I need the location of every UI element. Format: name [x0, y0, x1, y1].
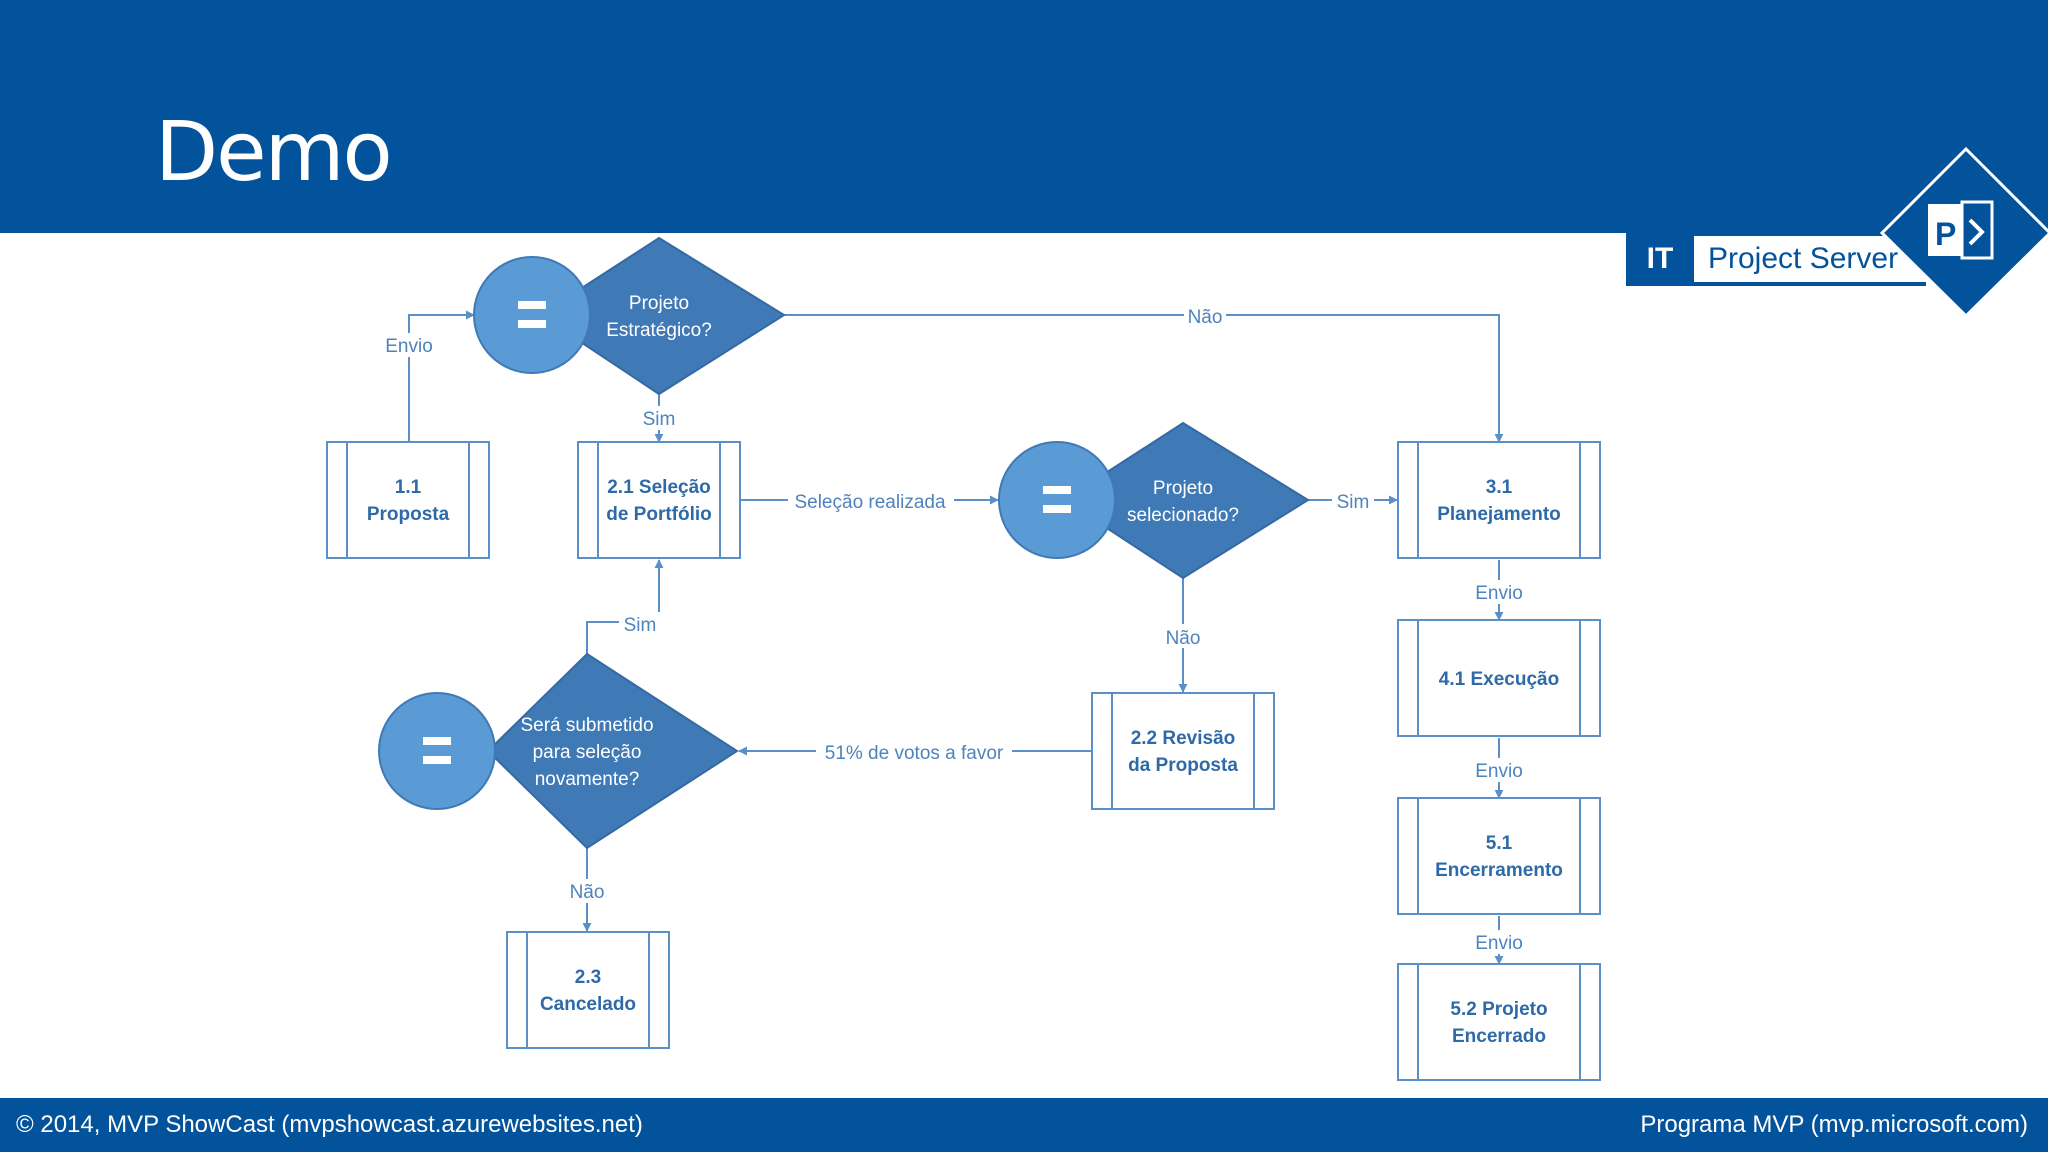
decision-label-line: Projeto — [629, 293, 689, 314]
process-box-p22: 2.2 Revisão da Proposta — [1091, 692, 1275, 810]
decision-label-line: Estratégico? — [606, 320, 712, 341]
slide-header: Demo — [0, 0, 2048, 233]
edge-d1-nao-to-planejamento — [784, 314, 1504, 443]
decision-sera-submetido: Será submetido para seleção novamente? — [378, 652, 739, 850]
process-label-line: Proposta — [367, 504, 450, 525]
brand-product-box — [1694, 236, 1926, 282]
process-box-p41: 4.1 Execução — [1397, 619, 1601, 737]
edge-label-sim-estrategico: Sim — [643, 409, 676, 430]
equals-icon — [423, 737, 451, 764]
decision-label-line: Será submetido — [520, 715, 653, 736]
edge-label-nao-estrategico: Não — [1188, 307, 1223, 328]
edge-label-selecao-realizada: Seleção realizada — [794, 492, 945, 513]
process-label-line: Encerramento — [1435, 860, 1563, 881]
slide-title: Demo — [155, 105, 393, 200]
process-label-line: da Proposta — [1128, 755, 1238, 776]
decision-label-line: novamente? — [535, 769, 640, 790]
process-label-line: Cancelado — [540, 994, 636, 1015]
edge-label-nao-selecionado: Não — [1166, 628, 1201, 649]
process-label-line: 3.1 — [1486, 477, 1513, 498]
edge-label-votos: 51% de votos a favor — [825, 743, 1004, 764]
process-label-line: 2.2 Revisão — [1131, 728, 1236, 749]
process-label-line: Encerrado — [1452, 1026, 1546, 1047]
decision-label-line: selecionado? — [1127, 505, 1239, 526]
process-label-line: 1.1 — [395, 477, 422, 498]
project-server-logo-icon: P — [1879, 146, 2048, 319]
decision-label-line: para seleção — [533, 742, 642, 763]
edge-label-envio-encerramento: Envio — [1475, 933, 1523, 954]
process-label-line: 4.1 Execução — [1439, 669, 1559, 690]
edge-label-envio-proposta: Envio — [385, 336, 433, 357]
decision-projeto-selecionado: Projeto selecionado? — [998, 421, 1310, 580]
equals-icon — [518, 301, 546, 328]
decision-label-line: Projeto — [1153, 478, 1213, 499]
process-box-p21: 2.1 Seleção de Portfólio — [577, 441, 741, 559]
footer-program: Programa MVP (mvp.microsoft.com) — [1640, 1111, 2028, 1138]
edge-d3-sim-to-selecao — [586, 559, 664, 654]
process-label-line: 2.3 — [575, 967, 601, 988]
process-label-line: Planejamento — [1437, 504, 1561, 525]
edge-labels: Envio Não Sim Seleção realizada Sim Não … — [380, 303, 1528, 954]
slide-footer: © 2014, MVP ShowCast (mvpshowcast.azurew… — [0, 1098, 2048, 1152]
decision-projeto-estrategico: Projeto Estratégico? — [473, 236, 786, 396]
brand-banner: IT Project Server — [1626, 232, 1926, 286]
process-label-line: de Portfólio — [606, 504, 712, 525]
brand-it-label: IT — [1646, 242, 1674, 275]
process-label-line: 5.1 — [1486, 833, 1513, 854]
footer-copyright: © 2014, MVP ShowCast (mvpshowcast.azurew… — [16, 1111, 643, 1138]
svg-text:P: P — [1935, 216, 1956, 252]
edge-proposta-to-d1 — [408, 310, 475, 442]
process-label-line: 5.2 Projeto — [1450, 999, 1547, 1020]
edge-label-sim-selecionado: Sim — [1337, 492, 1370, 513]
edge-label-envio-planejamento: Envio — [1475, 583, 1523, 604]
connectors — [408, 310, 1504, 965]
edge-label-envio-execucao: Envio — [1475, 761, 1523, 782]
equals-icon — [1043, 486, 1071, 513]
edge-label-sim-resubmetido: Sim — [624, 615, 657, 636]
edge-label-nao-resubmetido: Não — [570, 882, 605, 903]
process-label-line: 2.1 Seleção — [607, 477, 711, 498]
brand-product-label: Project Server — [1708, 242, 1899, 275]
